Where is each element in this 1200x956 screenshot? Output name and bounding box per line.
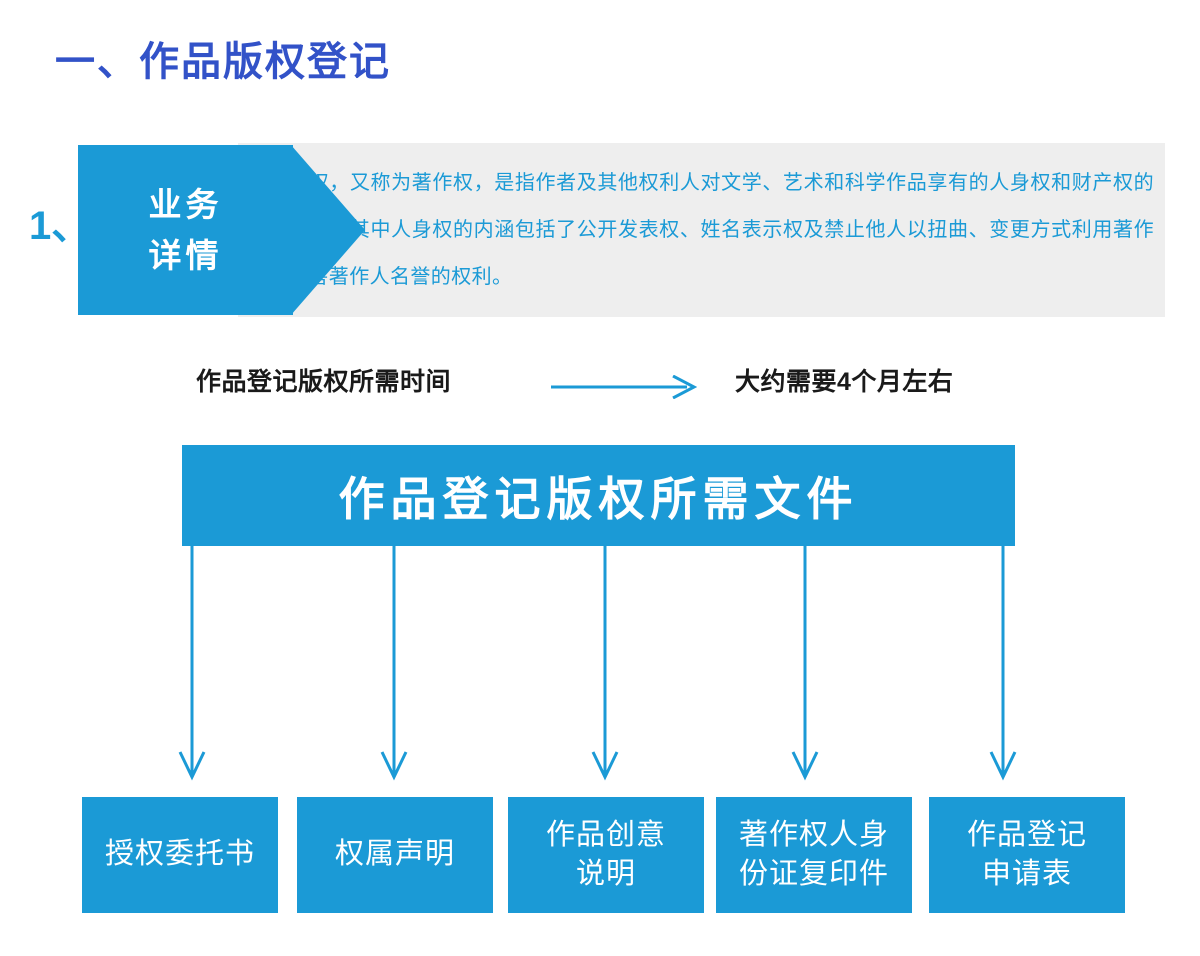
duration-label: 作品登记版权所需时间 bbox=[196, 368, 452, 396]
banner-tag-line-1: 业务 bbox=[148, 185, 223, 223]
document-box-label: 作品登记申请表 bbox=[966, 818, 1087, 890]
banner-arrow-shape bbox=[291, 145, 365, 315]
document-box-label: 授权委托书 bbox=[104, 838, 255, 871]
right-arrow-icon bbox=[551, 374, 698, 400]
document-box-label: 权属声明 bbox=[334, 838, 455, 871]
document-box-label: 著作权人身份证复印件 bbox=[738, 818, 889, 890]
document-box-0[interactable]: 授权委托书 bbox=[82, 797, 278, 913]
document-box-label: 作品创意说明 bbox=[545, 818, 666, 890]
banner-body-text: 版权，又称为著作权，是指作者及其他权利人对文学、艺术和科学作品享有的人身权和财产… bbox=[288, 172, 1154, 288]
document-box-3[interactable]: 著作权人身份证复印件 bbox=[716, 797, 912, 913]
documents-header: 作品登记版权所需文件 bbox=[182, 445, 1015, 546]
document-box-4[interactable]: 作品登记申请表 bbox=[929, 797, 1125, 913]
document-box-1[interactable]: 权属声明 bbox=[297, 797, 493, 913]
business-detail-banner: 业务 详情 bbox=[78, 143, 1165, 317]
duration-value: 大约需要4个月左右 bbox=[735, 368, 954, 396]
page-title: 一、作品版权登记 bbox=[55, 40, 391, 84]
duration-row: 作品登记版权所需时间 大约需要4个月左右 bbox=[0, 362, 1200, 402]
banner-tag-line-2: 详情 bbox=[148, 237, 223, 274]
banner-tag-label: 业务 详情 bbox=[78, 145, 293, 315]
banner-background-panel bbox=[238, 143, 1165, 317]
document-box-2[interactable]: 作品创意说明 bbox=[508, 797, 704, 913]
